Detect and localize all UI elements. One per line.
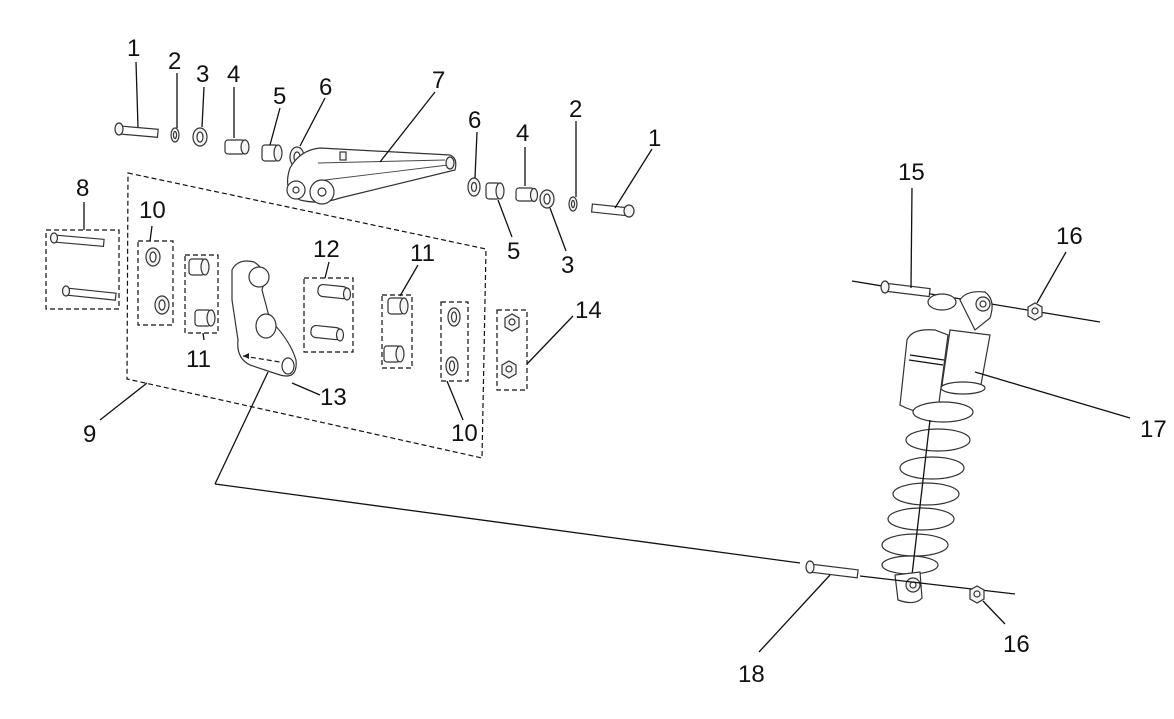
bearings-part-11-right [383,297,409,363]
callout-labels: 1 2 3 4 5 6 7 6 4 2 1 5 3 8 10 12 11 14 … [76,35,1167,688]
callout-6-right: 6 [468,107,481,134]
callout-4-right: 4 [516,120,529,147]
washer-part-2-left [170,127,180,143]
bearing-part-5-left [261,144,283,162]
washer-part-3-right [539,189,555,209]
callout-6-left: 6 [319,74,332,101]
washers-part-10-left [145,247,170,315]
bolt-part-1-right [590,203,635,218]
bolt-part-1-left [114,122,159,138]
callout-4-left: 4 [227,61,240,88]
nut-part-16-lower [969,585,985,604]
callout-11-right: 11 [410,240,435,267]
callout-16-upper: 16 [1056,223,1083,250]
group-box-part-10-right [440,301,469,382]
bolt-part-18 [805,560,859,579]
connector-line [214,483,801,564]
callout-1-left: 1 [127,35,140,62]
callout-10-lower: 10 [451,420,478,447]
spring-coils [881,401,974,575]
group-box-part-14 [496,309,528,391]
axis-line-lower [859,575,1016,595]
bolt-part-15 [880,280,931,298]
group-box-part-11-left [184,254,219,334]
callout-17: 17 [1140,416,1167,443]
callout-8: 8 [76,175,89,202]
nuts-part-14 [501,313,520,379]
washer-part-6-right [467,177,481,197]
washer-part-2-right [568,196,578,212]
callout-2-left: 2 [168,48,181,75]
callout-10-upper: 10 [139,197,166,224]
group-box-part-12 [303,277,354,353]
nut-part-16-upper [1027,302,1043,321]
group-box-part-11-right [381,294,413,369]
rocker-link-part-13 [231,260,297,377]
callout-9: 9 [83,421,96,448]
shock-absorber-part-17 [881,291,993,604]
bushing-part-4-left [224,139,250,155]
leader-lines [83,61,1131,653]
washer-part-3-left [192,127,208,147]
callout-2-right: 2 [569,96,582,123]
bushings-part-12 [310,283,352,342]
callout-15: 15 [898,159,925,186]
callout-1-right: 1 [648,125,661,152]
bearings-part-11-left [188,258,216,327]
callout-12: 12 [313,236,340,263]
callout-18: 18 [738,661,765,688]
group-box-part-8 [45,229,120,310]
callout-3-right: 3 [561,252,574,279]
callout-5-right: 5 [507,238,520,265]
callout-11-left: 11 [186,346,211,373]
bushing-part-4-right [515,187,539,203]
callout-13: 13 [320,384,347,411]
callout-7: 7 [432,67,445,94]
callout-5-left: 5 [273,83,286,110]
callout-16-lower: 16 [1003,631,1030,658]
callout-3-left: 3 [196,61,209,88]
group-box-part-10-left [137,240,174,326]
bearing-part-5-right [485,182,505,200]
washers-part-10-right [445,307,461,376]
callout-14: 14 [575,297,602,324]
swingarm-link-part-7 [286,147,457,205]
bolts-part-8 [49,232,117,301]
kit-outline-part-9 [126,172,487,459]
connector-line-up [214,371,269,485]
